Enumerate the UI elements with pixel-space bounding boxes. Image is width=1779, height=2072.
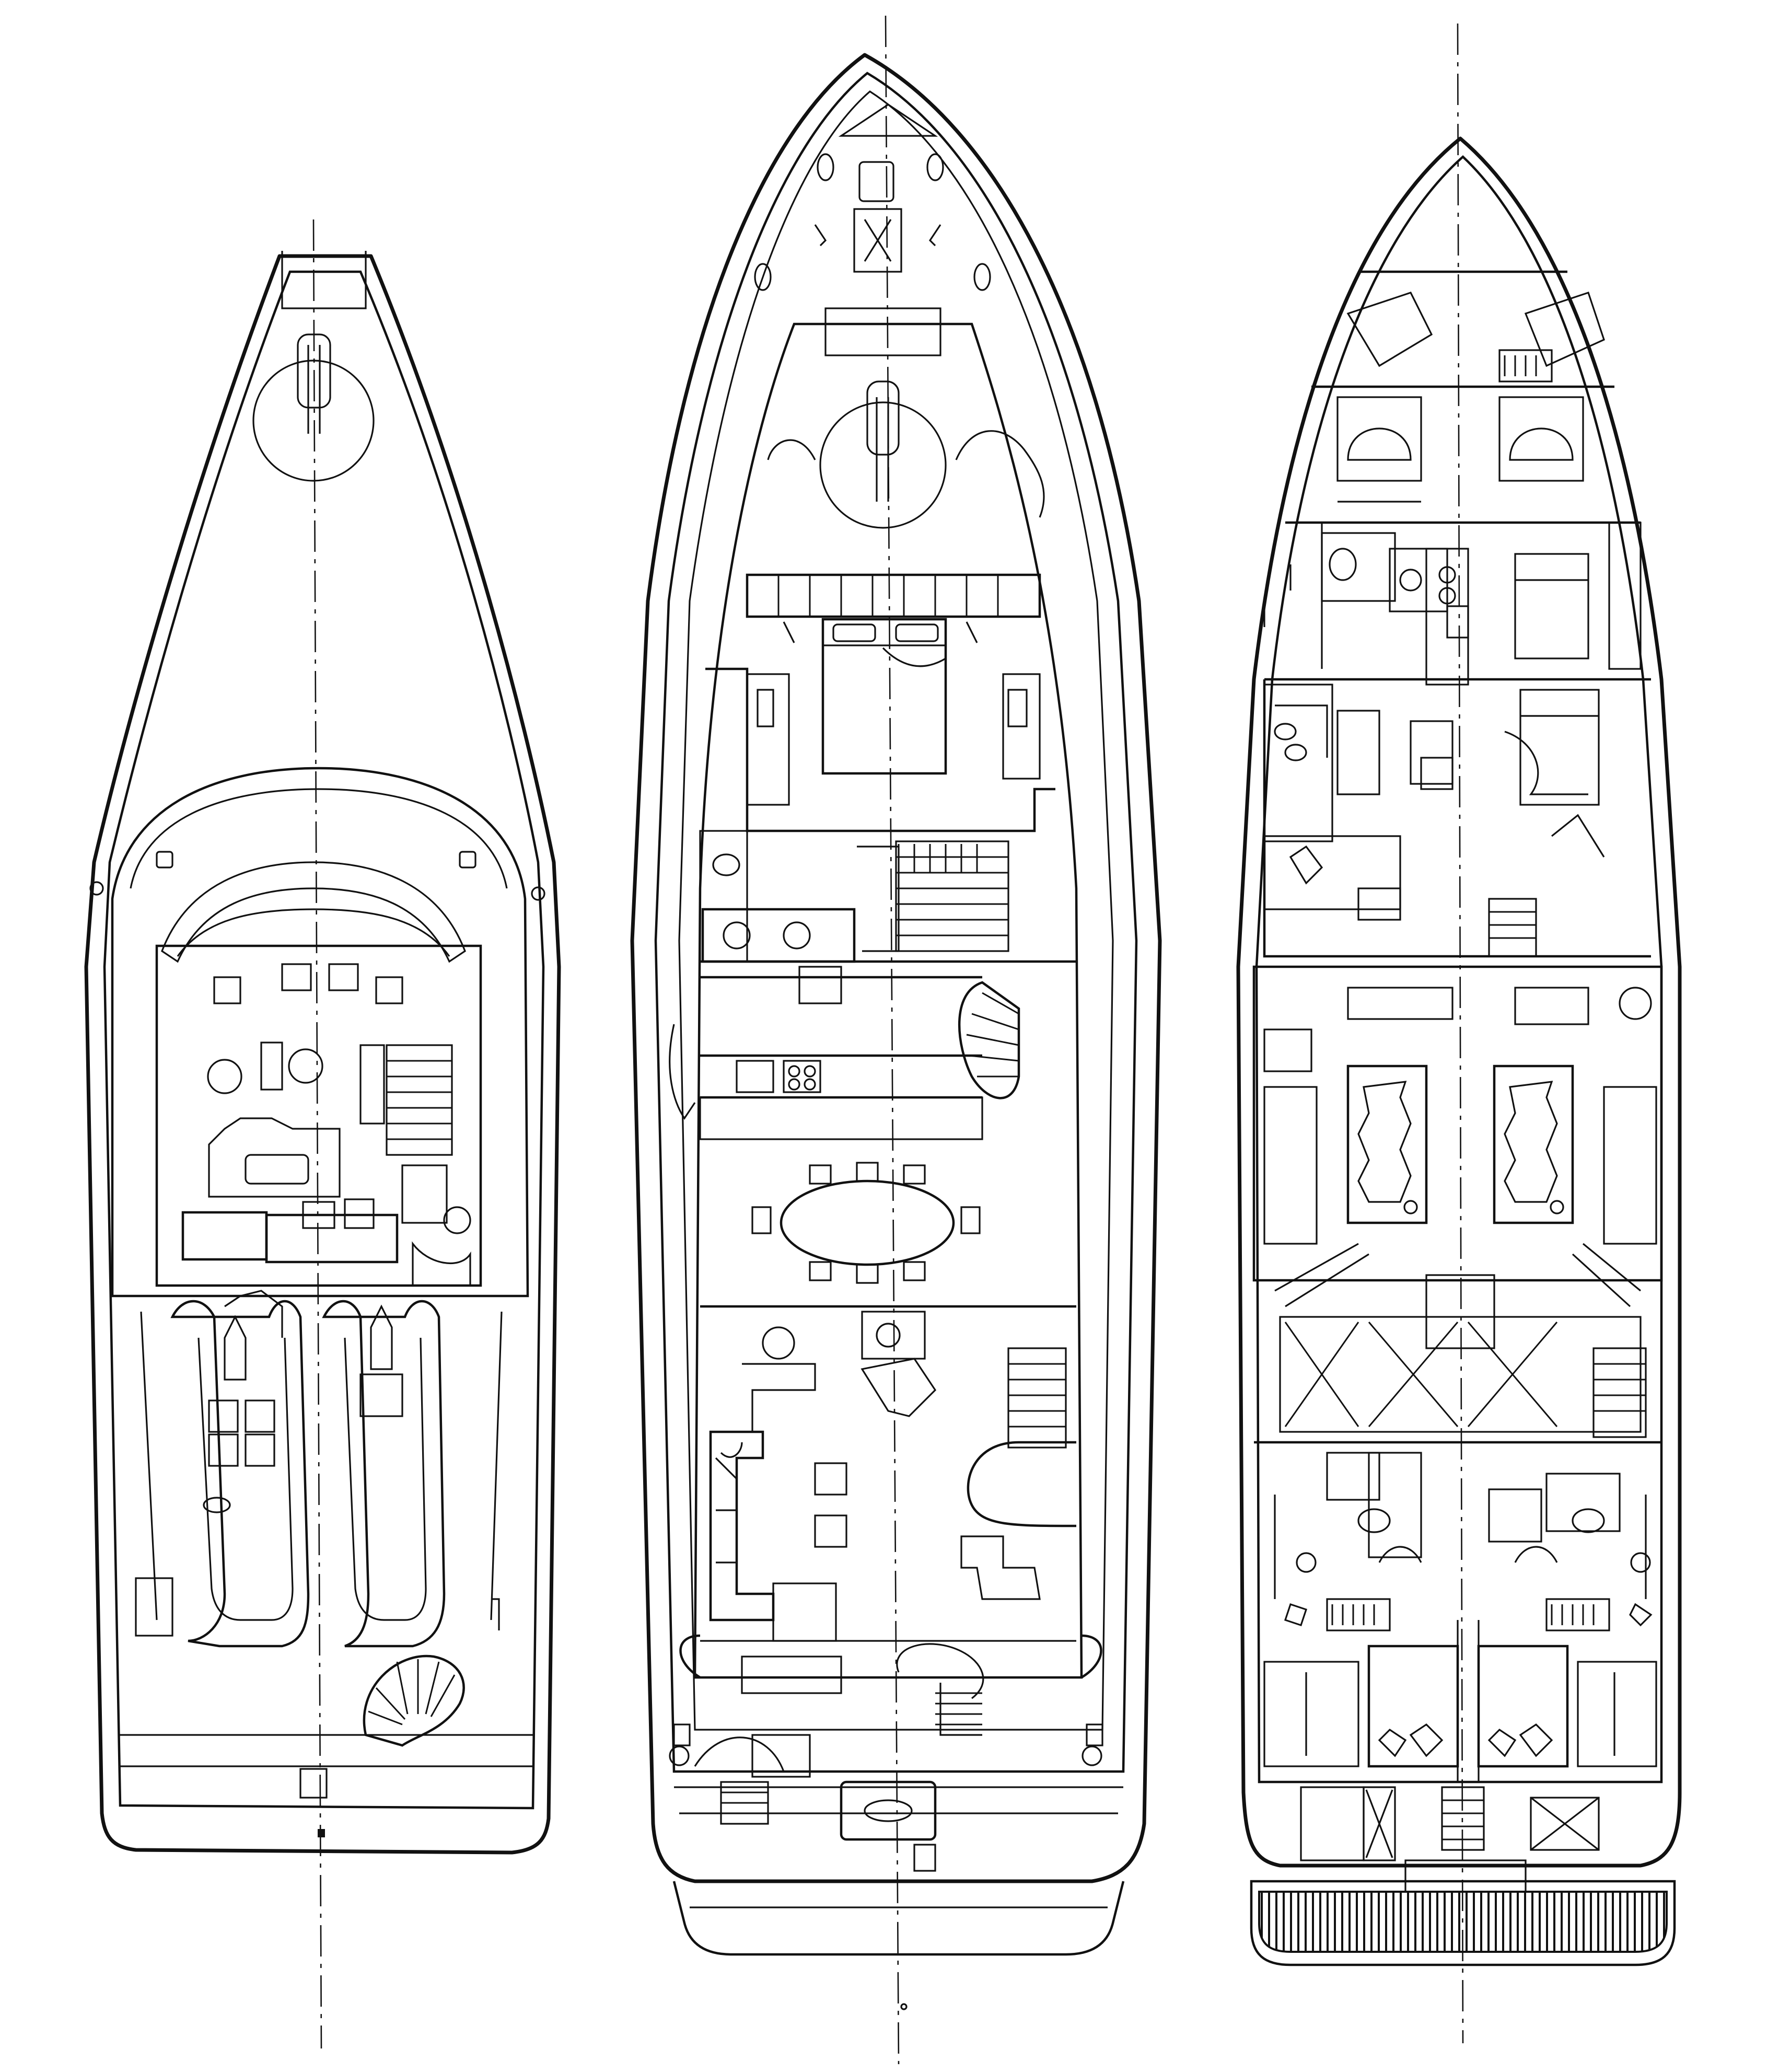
helm-chair-1	[207, 1059, 242, 1094]
salon-sofa	[709, 1430, 775, 1622]
master-head-vanity	[701, 908, 856, 963]
flybridge-centerline	[312, 219, 322, 2049]
tender-left	[170, 1300, 310, 1648]
tender-right	[322, 1300, 446, 1648]
flybridge-deck-plan	[84, 219, 561, 2049]
crew-cabin-port	[1336, 396, 1422, 482]
main-deck-stair	[895, 840, 1009, 952]
main-engine-starboard	[1493, 1064, 1574, 1224]
main-deck-foredeck-hatch	[824, 307, 941, 356]
flybridge-spiral-stair	[363, 1654, 465, 1747]
generator-starboard	[1603, 1086, 1657, 1245]
generator-port	[1263, 1086, 1318, 1245]
guest-cabin-aft-port-berth	[1367, 1645, 1459, 1768]
swim-platform-grating	[1258, 1891, 1668, 1953]
lower-deck-plan	[1236, 23, 1682, 2044]
lower-deck-stair	[1488, 898, 1537, 957]
lower-deck-centerline	[1457, 23, 1464, 2044]
main-deck-plan	[630, 15, 1162, 2065]
salon-ottoman-1	[814, 1462, 847, 1496]
salon-ottoman-2	[814, 1514, 847, 1548]
salon-aft-stair	[1007, 1347, 1067, 1449]
galley-cooktop	[783, 1060, 821, 1093]
flybridge-settee	[208, 1117, 341, 1198]
main-engine-port	[1346, 1064, 1428, 1224]
main-deck-hull-outline	[630, 53, 1162, 1883]
crew-cabin-starboard	[1498, 396, 1584, 482]
crew-bunk	[1514, 553, 1589, 659]
flybridge-hull-outline	[84, 254, 561, 1855]
flybridge-bar	[265, 1213, 399, 1264]
salon-piano	[960, 1535, 1041, 1600]
engine-room	[1252, 965, 1663, 1282]
galley-counter	[699, 1096, 983, 1140]
anchor-windlass	[853, 208, 902, 273]
aft-deck-table	[840, 1780, 937, 1841]
main-deck-foredeck-circle	[819, 401, 947, 529]
helm-chair-2	[288, 1048, 323, 1084]
flybridge-hardtop-outline	[111, 767, 529, 1298]
guest-cabin-aft-starboard-berth	[1477, 1645, 1569, 1768]
salon-bar	[861, 1311, 926, 1360]
main-deck-house-outline	[693, 322, 1083, 1679]
dining-table	[780, 1179, 955, 1266]
lower-deck-hull-outline	[1236, 136, 1682, 1868]
flybridge-helipad-circle	[252, 360, 375, 482]
aft-deck-hatch	[751, 1734, 811, 1778]
main-deck-centerline	[885, 15, 900, 2065]
flybridge-stair	[386, 1044, 453, 1156]
flybridge-helm-station	[155, 944, 482, 1287]
master-berth	[821, 618, 947, 775]
guest-cabin-fwd-berth	[1519, 689, 1600, 806]
tank-room	[1279, 1316, 1642, 1433]
main-deck-spiral-stair	[958, 981, 1020, 1099]
master-stateroom-window-seat	[746, 573, 1041, 618]
